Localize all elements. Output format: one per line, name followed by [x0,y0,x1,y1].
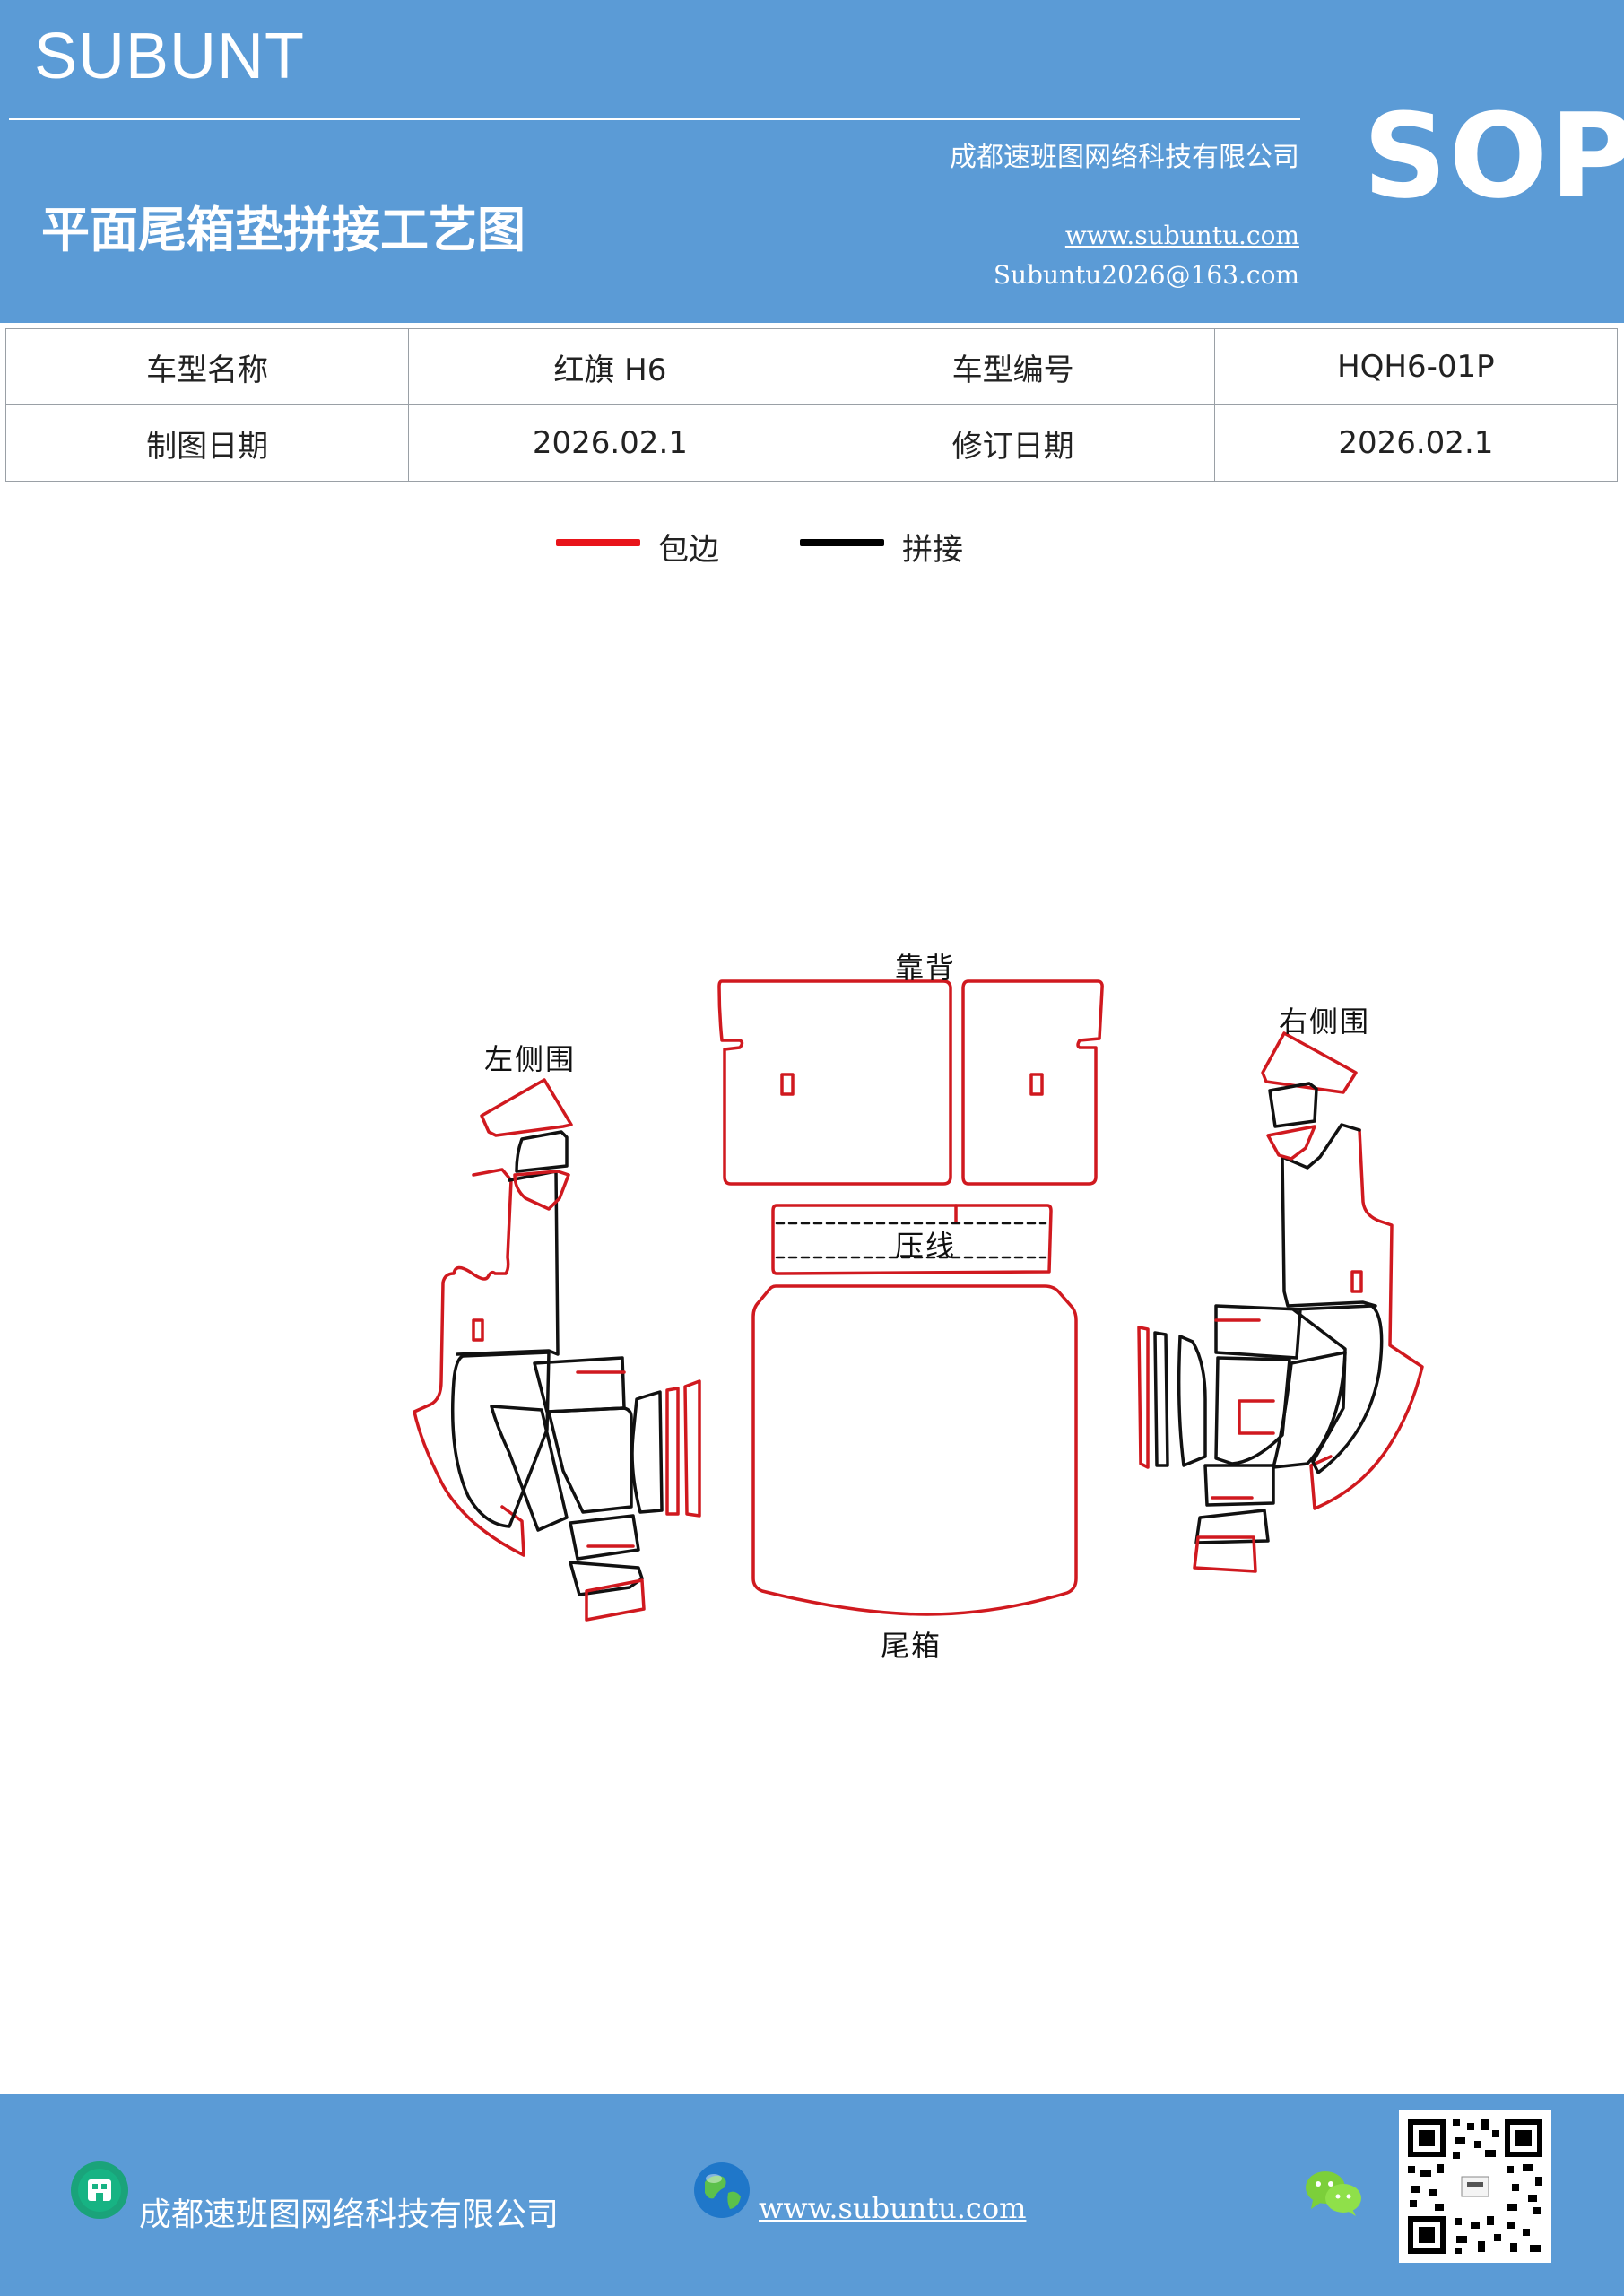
table-cell: 修订日期 [811,404,1215,482]
trunk-label: 尾箱 [881,1629,942,1663]
footer-banner: 成都速班图网络科技有限公司 www.subuntu.com [0,2094,1624,2296]
left-side-slot [472,1318,484,1342]
left-lower-d [547,1406,633,1514]
right-strip-b [1137,1326,1150,1469]
qr-code-icon [1399,2110,1551,2263]
left-top-piece-c [513,1170,570,1211]
left-side-outer [413,1168,525,1557]
backrest-label: 靠背 [895,951,957,985]
right-bottom-a [1203,1464,1275,1507]
document-title: 平面尾箱垫拼接工艺图 [41,202,525,258]
right-side-label: 右侧围 [1279,1004,1371,1039]
left-top-piece-a [480,1078,573,1137]
right-side-slot [1350,1270,1363,1293]
left-bottom-a [569,1514,640,1561]
legend-seam-label: 拼接 [902,532,963,568]
legend-edge-label: 包边 [658,532,719,568]
legend-edge-swatch [556,539,640,546]
table-cell: 车型编号 [811,328,1215,405]
table-cell: 制图日期 [4,404,410,482]
left-bottom-b [569,1561,644,1596]
backrest-right-panel [961,979,1104,1186]
right-lower-big [1291,1304,1384,1474]
crease-label: 压线 [895,1229,957,1263]
left-top-piece-b [515,1130,569,1173]
right-top-piece-c [1266,1125,1316,1161]
trunk-panel [751,1284,1078,1616]
table-cell: 2026.02.1 [1213,404,1619,482]
table-row: 制图日期 2026.02.1 修订日期 2026.02.1 [4,404,1619,482]
right-strip-a [1153,1331,1169,1467]
header-banner: SUBUNT 成都速班图网络科技有限公司 平面尾箱垫拼接工艺图 www.subu… [0,0,1624,323]
right-lower-b [1214,1356,1291,1465]
backrest-left-panel [717,979,952,1186]
right-top-piece-b [1268,1082,1318,1128]
right-inner-slot [1238,1399,1275,1435]
building-icon [71,2161,128,2219]
vehicle-info-table: 车型名称 红旗 H6 车型编号 HQH6-01P 制图日期 2026.02.1 … [4,328,1619,482]
sop-badge: SOP [1363,88,1624,224]
table-cell: 红旗 H6 [408,328,812,405]
header-company: 成都速班图网络科技有限公司 [950,142,1299,173]
backrest-right-slot [1029,1073,1044,1096]
left-lower-c [490,1405,569,1532]
globe-icon [694,2162,750,2218]
left-strip-a [665,1387,680,1516]
footer-website-link[interactable]: www.subuntu.com [759,2191,1027,2225]
left-bottom-c [585,1578,646,1622]
right-top-piece-a [1261,1031,1358,1094]
left-side-label: 左侧围 [484,1042,577,1076]
table-cell: 车型名称 [4,328,410,405]
header-website-link[interactable]: www.subuntu.com [1064,221,1299,250]
header-email: Subuntu2026@163.com [993,260,1299,290]
header-divider [9,118,1300,120]
table-cell: 2026.02.1 [408,404,812,482]
left-strip-b [683,1379,701,1518]
crease-strip [771,1204,1053,1275]
right-lower-d [1177,1335,1207,1467]
right-side-outer [1309,1128,1424,1510]
wechat-icon [1306,2171,1361,2216]
right-lower-c [1272,1351,1347,1469]
left-lower-e [630,1390,664,1514]
table-cell: HQH6-01P [1213,328,1619,405]
right-bottom-b [1194,1509,1270,1544]
footer-company: 成都速班图网络科技有限公司 [139,2196,560,2233]
right-bottom-c [1193,1535,1257,1573]
left-lower-a [451,1351,551,1528]
backrest-left-slot [780,1073,795,1096]
table-row: 车型名称 红旗 H6 车型编号 HQH6-01P [4,328,1619,405]
legend: 包边 拼接 [0,525,1624,570]
right-lower-a [1214,1304,1302,1360]
legend-seam-swatch [800,539,884,546]
brand-name: SUBUNT [34,21,306,92]
